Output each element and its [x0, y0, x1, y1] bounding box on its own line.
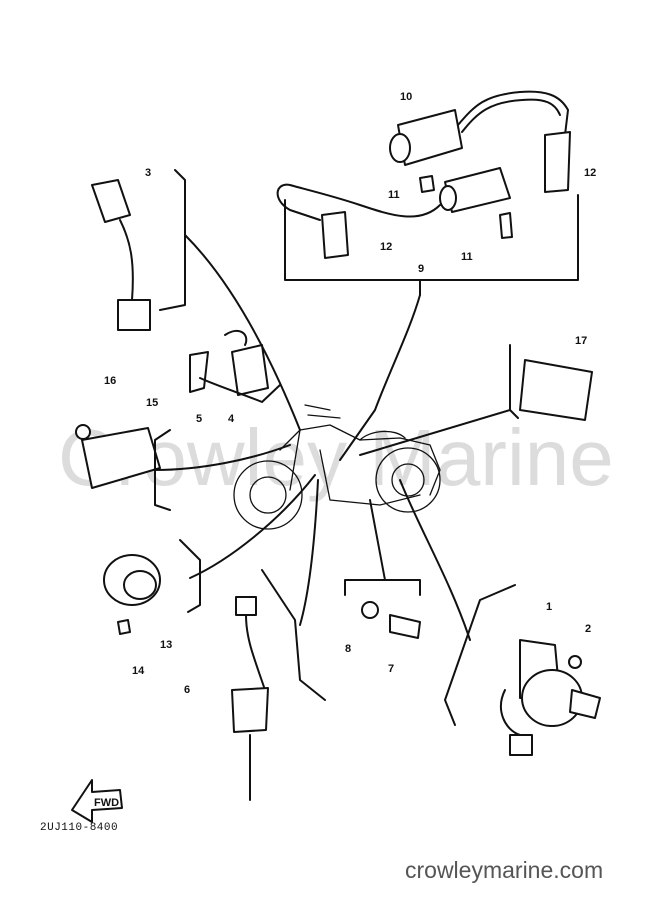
callout-11-left: 11: [388, 189, 400, 201]
motorcycle-outline: [233, 404, 441, 530]
leader-lines: [154, 234, 511, 641]
callout-10: 10: [400, 91, 412, 103]
callout-12-right: 12: [584, 167, 596, 179]
callout-13: 13: [160, 639, 172, 651]
callout-11-right: 11: [461, 251, 473, 263]
part-15-reflector: [75, 424, 171, 511]
callout-16: 16: [104, 375, 116, 387]
part-1-ignition-switch: [444, 584, 601, 756]
ignition-coil-group: [276, 90, 579, 296]
callout-5: 5: [196, 413, 202, 425]
callout-9: 9: [418, 263, 424, 275]
callout-7: 7: [388, 663, 394, 675]
part-3-switch: [91, 169, 186, 331]
callout-15: 15: [146, 397, 158, 409]
callouts: 1 2 3 4 5 6 7 8 9 10 11 11 12 12 13 14 1…: [104, 91, 596, 696]
callout-12-left: 12: [380, 241, 392, 253]
part-17-reflector: [509, 344, 593, 421]
part-13-horn: [103, 539, 201, 635]
callout-8: 8: [345, 643, 351, 655]
drawing-code: 2UJ110-8400: [40, 822, 119, 834]
callout-2: 2: [585, 623, 591, 635]
part-4-relay: [189, 329, 281, 403]
site-url[interactable]: crowleymarine.com: [405, 857, 604, 883]
fwd-arrow: FWD: [71, 779, 123, 823]
part-6-switch: [231, 569, 326, 801]
callout-14: 14: [132, 665, 145, 677]
callout-4: 4: [228, 413, 235, 425]
fwd-label: FWD: [94, 797, 119, 809]
part-7-8-sender: [344, 579, 421, 639]
callout-1: 1: [546, 601, 552, 613]
callout-3: 3: [145, 167, 151, 179]
callout-6: 6: [184, 684, 190, 696]
callout-17: 17: [575, 335, 587, 347]
